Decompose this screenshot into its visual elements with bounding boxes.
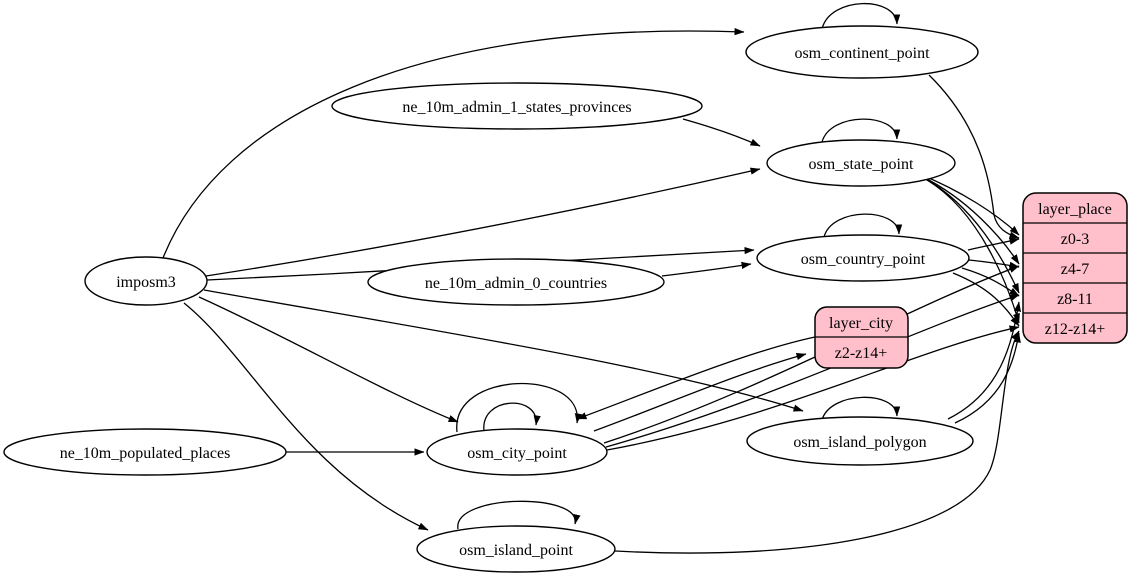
node-osm_island_polygon-label: osm_island_polygon: [793, 434, 926, 451]
edge-osm_city_point-z4-7: [603, 265, 1020, 444]
edge-imposm3-osm_island_point: [183, 302, 429, 531]
selfloop-osm_state_point: [821, 118, 901, 143]
node-osm_city_point-shape: [426, 428, 608, 476]
node-imposm3-shape: [84, 256, 208, 306]
edge-osm_continent_point-z0-3: [928, 74, 1020, 239]
edge-osm_island_point-z12-z14: [614, 330, 1020, 554]
edge-osm_city_point-layer_city: [593, 353, 807, 432]
edge-ne_10m_admin_1_states_provinces-osm_state_point: [682, 118, 761, 147]
node-ne_10m_populated_places-shape: [3, 428, 287, 476]
selfloop-osm_island_point: [457, 500, 581, 530]
selfloop-osm_country_point: [823, 213, 903, 238]
node-osm_state_point-shape: [766, 139, 956, 187]
selfloop-osm_city_point-inner: [483, 402, 541, 432]
record-layer_place: layer_place z0-3 z4-7 z8-11 z12-z14+: [1022, 192, 1128, 344]
node-osm_island_point-shape: [416, 525, 616, 573]
record-layer_place-row-z8-11: z8-11: [1057, 291, 1093, 308]
record-layer_place-box: [1022, 192, 1128, 344]
edge-osm_country_point-z0-3: [967, 237, 1020, 251]
selfloop-osm_island_polygon: [821, 396, 901, 421]
edge-osm_island_polygon-z8-11: [947, 301, 1022, 420]
node-ne_10m_admin_1_states_provinces: ne_10m_admin_1_states_provinces: [331, 82, 703, 130]
node-ne_10m_populated_places-label: ne_10m_populated_places: [60, 445, 231, 462]
record-layer_city: layer_city z2-z14+: [814, 306, 909, 369]
edges: [162, 2, 1022, 554]
record-layer_city-row-z2-z14: z2-z14+: [835, 345, 888, 362]
node-osm_island_point: osm_island_point: [416, 525, 616, 573]
node-imposm3-label: imposm3: [116, 274, 176, 291]
edge-osm_state_point-z4-7: [920, 175, 1020, 265]
node-osm_country_point-label: osm_country_point: [801, 251, 926, 268]
edge-imposm3-osm_island_polygon: [203, 289, 804, 412]
edge-imposm3-osm_state_point: [205, 167, 761, 277]
node-ne_10m_admin_1_states_provinces-shape: [331, 82, 703, 130]
record-layer_place-row-z12-z14: z12-z14+: [1045, 321, 1106, 338]
node-osm_state_point-label: osm_state_point: [809, 156, 914, 173]
node-ne_10m_admin_0_countries: ne_10m_admin_0_countries: [367, 258, 665, 306]
node-ne_10m_admin_1_states_provinces-label: ne_10m_admin_1_states_provinces: [402, 99, 631, 116]
node-osm_island_polygon-shape: [746, 416, 974, 466]
node-osm_continent_point-label: osm_continent_point: [794, 45, 930, 62]
edge-osm_city_point-z12-z14: [606, 325, 1020, 451]
node-osm_state_point: osm_state_point: [766, 139, 956, 187]
node-imposm3: imposm3: [84, 256, 208, 306]
edge-layer_city-osm_city_point: [576, 336, 816, 420]
edge-ne_10m_admin_0_countries-osm_country_point: [661, 261, 752, 277]
record-layer_city-title: layer_city: [829, 315, 893, 332]
node-ne_10m_admin_0_countries-shape: [367, 258, 665, 306]
edge-imposm3-osm_continent_point: [162, 28, 745, 259]
edge-osm_country_point-z4-7: [968, 259, 1020, 269]
node-ne_10m_populated_places: ne_10m_populated_places: [3, 428, 287, 476]
node-osm_continent_point-shape: [745, 25, 979, 79]
node-ne_10m_admin_0_countries-label: ne_10m_admin_0_countries: [425, 275, 607, 292]
node-osm_island_polygon: osm_island_polygon: [746, 416, 974, 466]
node-osm_country_point-shape: [756, 234, 970, 282]
selfloop-osm_city_point-outer: [456, 382, 582, 433]
node-osm_continent_point: osm_continent_point: [745, 25, 979, 79]
edge-imposm3-osm_city_point: [198, 296, 459, 423]
node-osm_island_point-label: osm_island_point: [459, 542, 573, 559]
node-osm_country_point: osm_country_point: [756, 234, 970, 282]
record-layer_place-row-z0-3: z0-3: [1061, 231, 1089, 248]
record-layer_place-title: layer_place: [1038, 201, 1112, 218]
edge-osm_country_point-z8-11: [961, 267, 1020, 297]
edge-osm_island_polygon-z12-z14: [954, 332, 1021, 424]
selfloop-osm_continent_point: [821, 2, 901, 30]
node-osm_city_point: osm_city_point: [426, 428, 608, 476]
record-layer_place-row-z4-7: z4-7: [1061, 261, 1089, 278]
edge-osm_state_point-z8-11: [923, 177, 1020, 294]
edge-osm_country_point-z12-z14: [952, 272, 1020, 327]
node-osm_city_point-label: osm_city_point: [467, 445, 567, 462]
